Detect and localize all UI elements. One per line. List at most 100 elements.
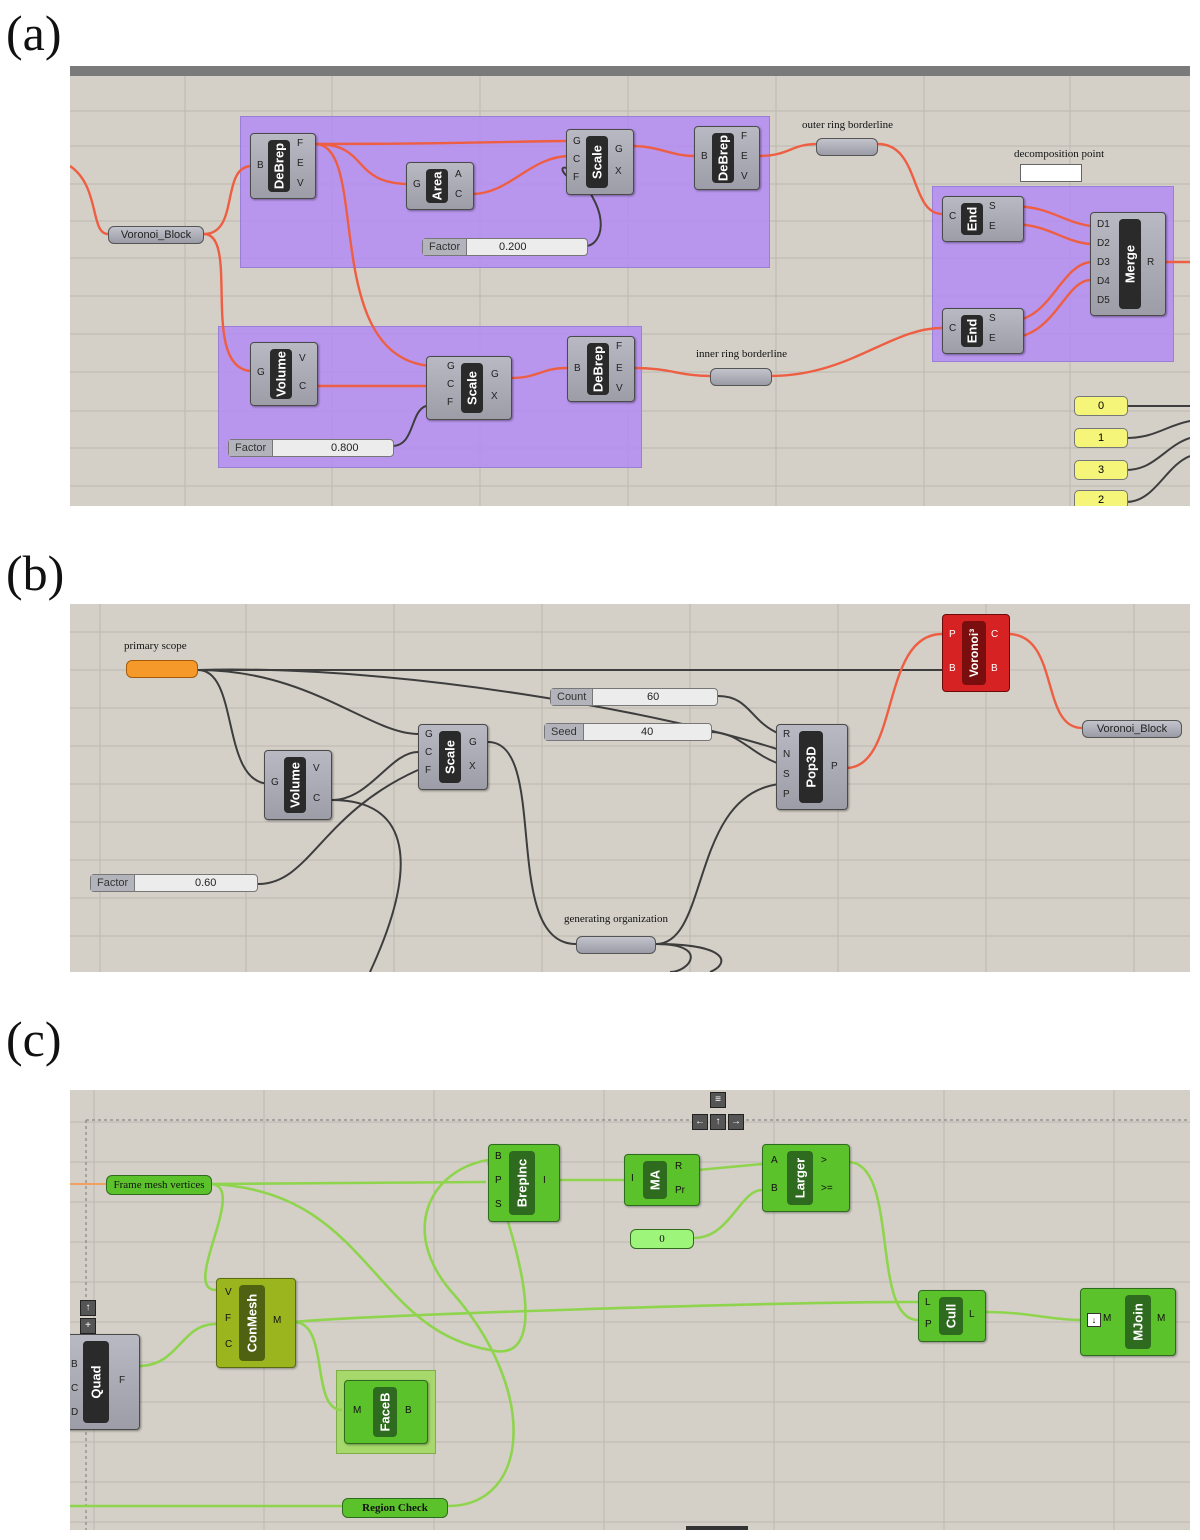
comp-debrep-2[interactable]: B DeBrep F E V bbox=[694, 126, 760, 190]
pin[interactable]: B bbox=[771, 1183, 778, 1194]
pin[interactable]: B bbox=[495, 1151, 502, 1162]
pin[interactable]: A bbox=[771, 1155, 778, 1166]
pin[interactable]: D1 bbox=[1097, 219, 1110, 230]
pin[interactable]: G bbox=[413, 179, 421, 190]
pin[interactable]: G bbox=[615, 144, 623, 155]
pin[interactable]: C bbox=[71, 1383, 79, 1394]
slider-factor-2[interactable]: Factor 0.800 bbox=[228, 439, 394, 457]
pin[interactable]: E bbox=[616, 363, 623, 374]
pin[interactable]: F bbox=[119, 1375, 126, 1386]
canvas-a[interactable]: Voronoi_Block B DeBrep F E V G Area A C … bbox=[70, 66, 1190, 506]
pin[interactable]: F bbox=[297, 138, 304, 149]
pin[interactable]: R bbox=[675, 1161, 683, 1172]
comp-conmesh[interactable]: V F C ConMesh M bbox=[216, 1278, 296, 1368]
pin[interactable]: I bbox=[631, 1173, 634, 1184]
param-region-check[interactable]: Region Check bbox=[342, 1498, 448, 1518]
comp-faceb[interactable]: M FaceB B bbox=[344, 1380, 428, 1444]
pin[interactable]: G bbox=[271, 777, 279, 788]
pin[interactable]: P bbox=[949, 629, 956, 640]
pin[interactable]: G bbox=[469, 737, 477, 748]
pin[interactable]: D3 bbox=[1097, 257, 1110, 268]
param-inner-ring[interactable] bbox=[710, 368, 772, 386]
pin[interactable]: C bbox=[425, 747, 433, 758]
pin[interactable]: D4 bbox=[1097, 276, 1110, 287]
pin[interactable]: C bbox=[299, 381, 307, 392]
pin[interactable]: V bbox=[299, 353, 306, 364]
plus-icon[interactable]: + bbox=[80, 1318, 96, 1334]
pin[interactable]: B bbox=[574, 363, 581, 374]
pin[interactable]: R bbox=[1147, 257, 1155, 268]
pin[interactable]: C bbox=[949, 211, 957, 222]
comp-area[interactable]: G Area A C bbox=[406, 162, 474, 210]
param-generating-organization[interactable] bbox=[576, 936, 656, 954]
slider-seed[interactable]: Seed 40 bbox=[544, 723, 712, 741]
pin[interactable]: B bbox=[949, 663, 956, 674]
arrow-right-icon[interactable]: → bbox=[728, 1114, 744, 1130]
pin[interactable]: B bbox=[991, 663, 998, 674]
pin[interactable]: P bbox=[831, 761, 838, 772]
comp-larger[interactable]: A B Larger > >= bbox=[762, 1144, 850, 1212]
value-panel-1[interactable]: 1 bbox=[1074, 428, 1128, 448]
pin[interactable]: B bbox=[257, 160, 264, 171]
pin[interactable]: X bbox=[615, 166, 622, 177]
value-panel-3[interactable]: 2 bbox=[1074, 490, 1128, 506]
arrow-up-icon[interactable]: ↑ bbox=[710, 1114, 726, 1130]
pin[interactable]: > bbox=[821, 1155, 827, 1166]
comp-scale-b[interactable]: G C F Scale G X bbox=[418, 724, 488, 790]
pin[interactable]: >= bbox=[821, 1183, 833, 1194]
menu-icon[interactable]: ≡ bbox=[710, 1092, 726, 1108]
pin[interactable]: F bbox=[741, 131, 748, 142]
param-primary-scope[interactable] bbox=[126, 660, 198, 678]
pin[interactable]: P bbox=[495, 1175, 502, 1186]
pin[interactable]: B bbox=[71, 1359, 78, 1370]
pin[interactable]: F bbox=[425, 765, 432, 776]
pin[interactable]: B bbox=[405, 1405, 412, 1416]
pin[interactable]: E bbox=[989, 221, 996, 232]
pin[interactable]: E bbox=[989, 333, 996, 344]
pin[interactable]: P bbox=[925, 1319, 932, 1330]
pin[interactable]: S bbox=[989, 313, 996, 324]
comp-debrep-3[interactable]: B DeBrep F E V bbox=[567, 336, 635, 402]
pin[interactable]: F bbox=[616, 341, 623, 352]
comp-debrep-1[interactable]: B DeBrep F E V bbox=[250, 133, 316, 199]
comp-scale-2[interactable]: G C F Scale G X bbox=[426, 356, 512, 420]
param-zero[interactable]: 0 bbox=[630, 1229, 694, 1249]
pin[interactable]: C bbox=[455, 189, 463, 200]
comp-end-2[interactable]: C End S E bbox=[942, 308, 1024, 354]
comp-quad[interactable]: B C D Quad F bbox=[70, 1334, 140, 1430]
pin[interactable]: A bbox=[455, 169, 462, 180]
pin[interactable]: V bbox=[313, 763, 320, 774]
pin[interactable]: S bbox=[783, 769, 790, 780]
comp-end-1[interactable]: C End S E bbox=[942, 196, 1024, 242]
pin[interactable]: R bbox=[783, 729, 791, 740]
param-voronoi-block[interactable]: Voronoi_Block bbox=[108, 226, 204, 244]
comp-cull[interactable]: L P Cull L bbox=[918, 1290, 986, 1342]
pin[interactable]: G bbox=[447, 361, 455, 372]
pin[interactable]: P bbox=[783, 789, 790, 800]
comp-volume-b[interactable]: G Volume V C bbox=[264, 750, 332, 820]
pin[interactable]: S bbox=[989, 201, 996, 212]
comp-merge[interactable]: D1 D2 D3 D4 D5 Merge R bbox=[1090, 212, 1166, 316]
pin[interactable]: G bbox=[491, 369, 499, 380]
pin[interactable]: V bbox=[225, 1287, 232, 1298]
pin[interactable]: F bbox=[447, 397, 454, 408]
pin[interactable]: D2 bbox=[1097, 238, 1110, 249]
pin[interactable]: C bbox=[225, 1339, 233, 1350]
pin[interactable]: M bbox=[1103, 1313, 1112, 1324]
value-panel-2[interactable]: 3 bbox=[1074, 460, 1128, 480]
pin[interactable]: M bbox=[1157, 1313, 1166, 1324]
canvas-b[interactable]: primary scope G Volume V C G C F Scale G… bbox=[70, 604, 1190, 972]
canvas-c[interactable]: ≡ ← ↑ → Frame mesh vertices B P S BrepIn… bbox=[70, 1090, 1190, 1530]
comp-pop3d[interactable]: R N S P Pop3D P bbox=[776, 724, 848, 810]
pin[interactable]: E bbox=[297, 158, 304, 169]
arrow-up-small-icon[interactable]: ↑ bbox=[80, 1300, 96, 1316]
pin[interactable]: E bbox=[741, 151, 748, 162]
pin[interactable]: V bbox=[741, 171, 748, 182]
pin[interactable]: G bbox=[257, 367, 265, 378]
pin[interactable]: S bbox=[495, 1199, 502, 1210]
pin[interactable]: C bbox=[447, 379, 455, 390]
pin[interactable]: X bbox=[491, 391, 498, 402]
slider-count[interactable]: Count 60 bbox=[550, 688, 718, 706]
comp-volume-a[interactable]: G Volume V C bbox=[250, 342, 318, 406]
pin[interactable]: G bbox=[573, 136, 581, 147]
